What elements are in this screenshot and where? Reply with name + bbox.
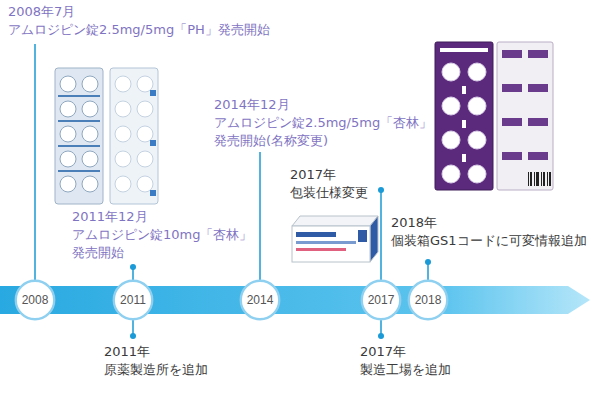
sheet-outline	[497, 42, 553, 190]
box-mark	[358, 230, 367, 242]
leader-dot	[378, 187, 384, 193]
event-date: 2008年7月	[8, 3, 75, 21]
sheet-print	[502, 50, 548, 160]
year-circle: 2008	[14, 279, 56, 321]
year-text: 2008	[14, 279, 56, 321]
tablets	[60, 76, 98, 192]
event-text: 個装箱GS1コードに可変情報追加	[391, 232, 587, 250]
box-print	[296, 241, 356, 244]
leader-dot	[378, 333, 384, 339]
tablet-pockets	[115, 76, 153, 192]
leader-dot	[130, 264, 136, 270]
year-circle: 2014	[239, 279, 281, 321]
year-circle: 2011	[112, 279, 154, 321]
box-top	[292, 216, 378, 226]
box-print	[296, 248, 346, 251]
package-box	[292, 216, 378, 262]
event-date: 2017年	[290, 166, 336, 184]
blister-sheet-kyorin	[435, 42, 493, 190]
event-text: 製造工場を追加	[360, 361, 451, 379]
leader-lines	[35, 44, 431, 339]
event-date: 2018年	[391, 214, 437, 232]
box-print	[296, 232, 336, 237]
blister-sheet-ph	[55, 68, 103, 204]
sheet-marks	[150, 90, 156, 196]
leader-line	[259, 152, 261, 283]
year-text: 2011	[112, 279, 154, 321]
box-front	[292, 226, 370, 262]
timeline-band	[0, 286, 590, 314]
tablets	[442, 63, 486, 183]
event-date: 2017年	[360, 343, 406, 361]
year-circle: 2017	[360, 279, 402, 321]
event-text: アムロジピン錠2.5mg/5mg「PH」発売開始	[8, 21, 270, 39]
leader-dot	[425, 259, 431, 265]
event-text: アムロジピン錠2.5mg/5mg「杏林」 発売開始(名称変更)	[214, 114, 544, 150]
sheet-outline	[55, 68, 103, 204]
sheet-outline	[110, 68, 158, 204]
event-text: 包装仕様変更	[290, 184, 368, 202]
event-text: アムロジピン錠10mg「杏林」 発売開始	[72, 226, 402, 262]
year-circle: 2018	[407, 279, 449, 321]
event-date: 2011年	[104, 343, 150, 361]
blister-sheet-kyorin-back	[497, 42, 553, 190]
sheet-outline	[435, 42, 493, 190]
year-text: 2017	[360, 279, 402, 321]
year-text: 2014	[239, 279, 281, 321]
event-date: 2014年12月	[214, 96, 290, 114]
leader-dot	[130, 333, 136, 339]
sheet-print	[58, 96, 100, 171]
blister-sheet-ph-back	[110, 68, 158, 204]
box-side	[370, 216, 378, 262]
event-date: 2011年12月	[72, 208, 148, 226]
sheet-print	[440, 48, 488, 162]
year-text: 2018	[407, 279, 449, 321]
barcode	[528, 172, 551, 186]
leader-line	[34, 44, 36, 283]
event-text: 原薬製造所を追加	[104, 361, 208, 379]
leader-line	[380, 190, 382, 283]
